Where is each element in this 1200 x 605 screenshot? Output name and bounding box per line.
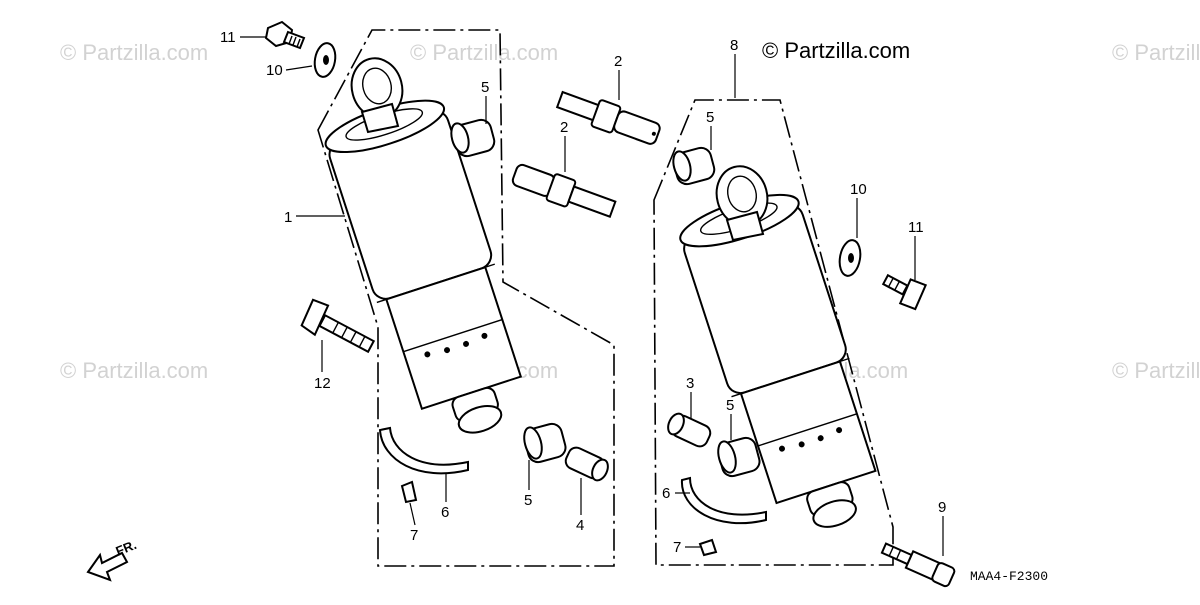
watermarks: © Partzilla.com © Partzilla.com © Partzi… <box>60 40 1200 383</box>
diagram-code: MAA4-F2300 <box>970 569 1048 584</box>
bolt-11-right <box>881 273 928 311</box>
bushing-5-top <box>450 118 496 158</box>
callout-5: 5 <box>706 109 714 126</box>
callout-12: 12 <box>314 375 331 392</box>
callout-9: 9 <box>938 499 946 516</box>
watermark-text: © Partzilla.com <box>60 40 208 65</box>
callout-10: 10 <box>850 181 867 198</box>
copyright-text: © Partzilla.com <box>762 38 910 63</box>
watermark-text: © Partzilla.com <box>1112 40 1200 65</box>
front-arrow-label: FR. <box>114 537 139 559</box>
bushing-5-right-top <box>672 146 716 186</box>
callout-1: 1 <box>284 209 292 226</box>
callout-6: 6 <box>441 504 449 521</box>
collar-4 <box>564 446 609 482</box>
callout-7: 7 <box>410 527 418 544</box>
callout-2: 2 <box>560 119 568 136</box>
callout-7: 7 <box>673 539 681 556</box>
callout-10: 10 <box>266 62 283 79</box>
callouts: 11 10 1 12 5 2 2 6 7 5 4 8 5 10 11 3 5 <box>220 29 946 556</box>
clip-6-right <box>680 476 767 525</box>
clip-6-left <box>378 426 469 475</box>
stud-bolt-2-lower <box>511 163 617 218</box>
watermark-text: © Partzilla.com <box>1112 358 1200 383</box>
rear-shock-absorber-right <box>679 193 877 528</box>
callout-11: 11 <box>220 29 236 46</box>
washer-10-left <box>313 42 337 78</box>
callout-2: 2 <box>614 53 622 70</box>
label-7-right <box>698 538 718 557</box>
collar-3 <box>667 412 712 448</box>
bolt-12 <box>300 298 376 354</box>
bushing-5-left-lower <box>523 422 567 464</box>
right-group-border <box>653 99 894 566</box>
stud-9 <box>880 542 956 588</box>
callout-5: 5 <box>524 492 532 509</box>
left-group-border <box>317 29 615 567</box>
callout-4: 4 <box>576 517 584 534</box>
watermark-text: © Partzilla.com <box>60 358 208 383</box>
callout-11: 11 <box>908 219 924 236</box>
rear-shock-absorber-left <box>324 99 523 434</box>
shock-eye-top-right <box>715 165 769 242</box>
stud-bolt-2-upper <box>555 90 661 145</box>
shock-eye-top-left <box>350 57 404 134</box>
bushing-5-right-lower <box>717 436 761 478</box>
bolt-11-left <box>264 20 306 50</box>
callout-6: 6 <box>662 485 670 502</box>
washer-10-right <box>838 239 862 277</box>
callout-3: 3 <box>686 375 694 392</box>
callout-8: 8 <box>730 37 738 54</box>
watermark-text: © Partzilla.com <box>410 40 558 65</box>
callout-5: 5 <box>481 79 489 96</box>
callout-5: 5 <box>726 397 734 414</box>
front-direction-arrow: FR. <box>86 537 139 582</box>
label-7-left <box>400 480 418 504</box>
